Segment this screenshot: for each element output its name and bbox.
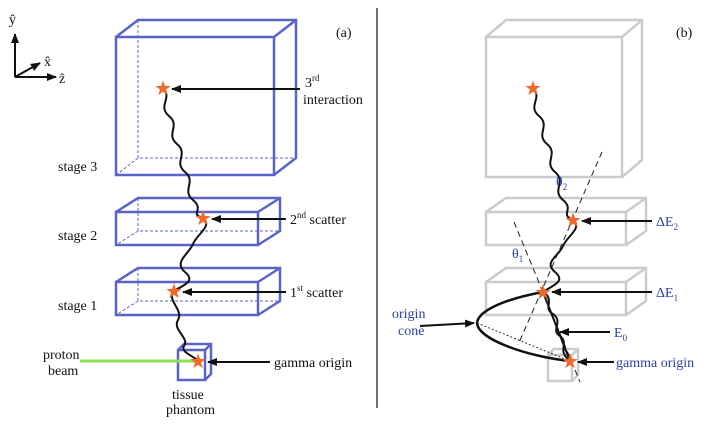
star-gamma-origin (190, 353, 206, 369)
dashed-axis-theta2 (517, 151, 603, 346)
wavy-segment-b (542, 291, 571, 362)
stage3-box-b (484, 18, 644, 179)
interaction-label: 3rd (305, 73, 320, 91)
gamma-origin-label-b: gamma origin (616, 356, 694, 371)
star-b-scatter-2 (565, 212, 581, 228)
panel-b: (b) (392, 18, 694, 383)
axes-triad: ŷ x̂ ẑ (9, 13, 65, 87)
scatter2-label: 2nd scatter (290, 210, 346, 228)
E0-label: E0 (614, 326, 628, 343)
stage2-box (114, 196, 282, 247)
phantom-box-b (546, 347, 580, 383)
interaction-word: interaction (303, 93, 363, 108)
arrow-origin-cone (419, 319, 475, 328)
star-scatter-2 (195, 210, 211, 226)
stage1-label: stage 1 (58, 299, 97, 314)
panel-a-tag: (a) (336, 26, 352, 41)
dE2-label: ΔE2 (656, 215, 678, 232)
photon-path-b (532, 87, 578, 293)
origin-cone-label-line1: origin (392, 307, 425, 322)
theta2-label: θ2 (556, 175, 567, 192)
panel-b-tag: (b) (676, 26, 693, 41)
panel-a: (a) (43, 18, 363, 418)
tissue-label-line1: tissue (172, 388, 204, 403)
dashed-axis-theta1 (513, 221, 581, 383)
proton-label-line2: beam (48, 364, 78, 379)
z-axis-label: ẑ (59, 72, 65, 87)
gamma-origin-label-a: gamma origin (274, 356, 352, 371)
x-axis-arrow (14, 62, 41, 78)
stage2-box-b (484, 196, 648, 247)
star-interaction-3 (155, 80, 171, 96)
x-axis-label: x̂ (44, 55, 51, 70)
star-b-scatter-1 (535, 284, 551, 300)
dE1-label: ΔE1 (656, 286, 678, 303)
star-b-interaction (525, 80, 541, 96)
stage1-box-b (484, 266, 648, 317)
tissue-phantom-box (176, 342, 213, 382)
proton-label-line1: proton (43, 348, 80, 363)
stage3-box (114, 18, 298, 177)
theta1-label: θ1 (512, 247, 523, 264)
star-b-gamma-origin (562, 353, 578, 369)
photon-path-a (162, 87, 208, 362)
stage1-box (114, 266, 282, 317)
scatter1-label: 1st scatter (290, 283, 343, 301)
star-scatter-1 (166, 283, 182, 299)
origin-cone-label-line2: cone (398, 324, 424, 339)
y-axis-label: ŷ (9, 13, 16, 28)
origin-cone (475, 290, 571, 363)
tissue-label-line2: phantom (166, 403, 215, 418)
stage2-label: stage 2 (58, 229, 97, 244)
stage3-label: stage 3 (58, 160, 97, 175)
